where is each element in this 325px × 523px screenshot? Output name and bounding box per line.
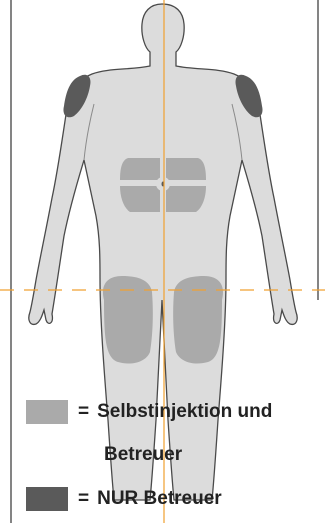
swatch-caregiver-only <box>26 487 68 511</box>
legend-self-injection-label: Selbstinjektion und <box>97 401 272 423</box>
zone-abdomen-upper-right <box>166 158 206 180</box>
zone-abdomen-upper-left <box>120 158 160 180</box>
zone-left-thigh <box>103 276 153 364</box>
legend-self-injection: = Selbstinjektion und <box>26 400 272 424</box>
legend-self-injection-label-cont: Betreuer <box>104 444 182 466</box>
legend-equals-2: = <box>78 488 89 510</box>
zone-right-thigh <box>173 276 223 364</box>
legend-self-injection-cont: Betreuer <box>104 444 182 466</box>
legend-caregiver-only: = NUR Betreuer <box>26 487 222 511</box>
legend-caregiver-only-label: NUR Betreuer <box>97 488 222 510</box>
body-silhouette <box>29 4 297 500</box>
legend-equals-1: = <box>78 401 89 423</box>
swatch-self-injection <box>26 400 68 424</box>
